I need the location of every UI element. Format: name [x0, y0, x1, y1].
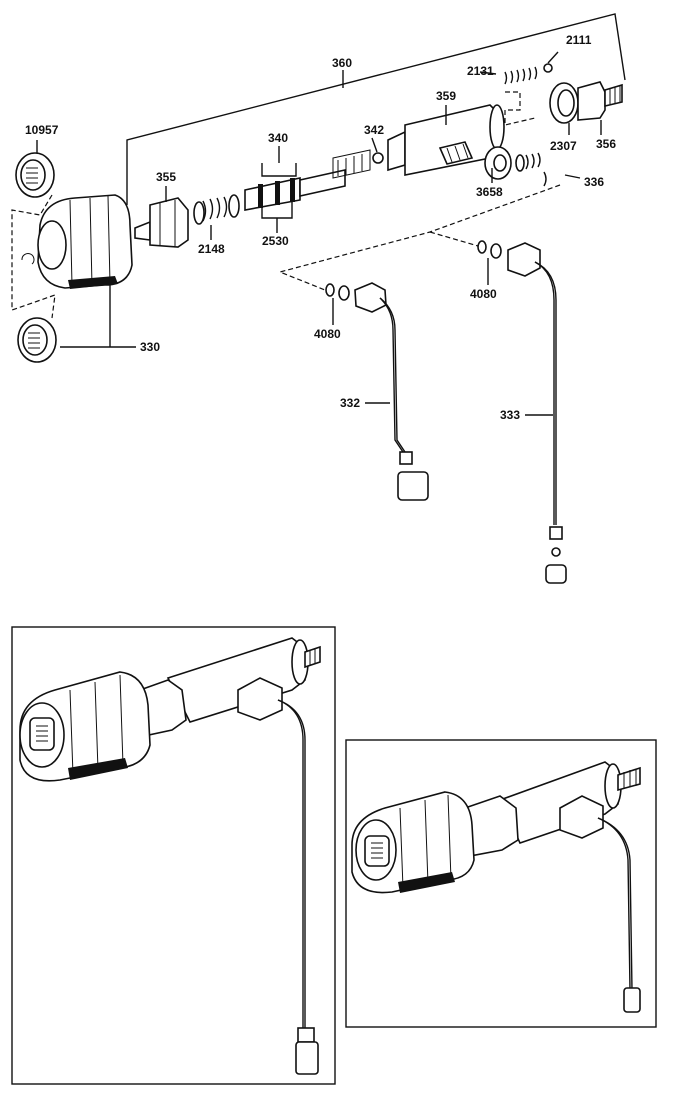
- label-360: 360: [332, 56, 352, 70]
- valve-dashed-bracket: [504, 91, 536, 126]
- tube-dashed-guide: [278, 184, 561, 293]
- part-ball-2111: [543, 63, 553, 73]
- label-3658: 3658: [476, 185, 503, 199]
- part-spring-336: [515, 152, 547, 187]
- part-spring-2148: [193, 194, 240, 225]
- label-2307: 2307: [550, 139, 577, 153]
- part-washer-4080-left: [325, 283, 350, 301]
- cap-dashed-bracket: [11, 194, 56, 319]
- label-4080-left: 4080: [314, 327, 341, 341]
- part-grip-cover: [37, 194, 133, 289]
- assembled-view-long-tube: [11, 626, 336, 1085]
- part-number-labels: 360 2111 2131 359 10957 340 342 355 2307…: [25, 33, 616, 422]
- part-body-359: [387, 104, 505, 176]
- part-nut-3658: [484, 146, 512, 180]
- part-ball-342: [372, 152, 384, 164]
- label-4080-right: 4080: [470, 287, 497, 301]
- label-336: 336: [584, 175, 604, 189]
- part-tube-332: [354, 282, 429, 501]
- part-nut-355: [134, 197, 189, 248]
- part-dust-cap-top: [15, 152, 55, 198]
- exploded-view: 360 2111 2131 359 10957 340 342 355 2307…: [11, 13, 626, 584]
- label-359: 359: [436, 89, 456, 103]
- label-355: 355: [156, 170, 176, 184]
- label-330: 330: [140, 340, 160, 354]
- assembly-bracket-360: [126, 13, 626, 205]
- label-2148: 2148: [198, 242, 225, 256]
- part-clip-ring: [21, 253, 35, 265]
- label-333: 333: [500, 408, 520, 422]
- label-2111: 2111: [566, 33, 592, 47]
- tube-dashed-guide-2: [429, 231, 479, 247]
- label-10957: 10957: [25, 123, 59, 137]
- assembled-view-short-tube: [345, 739, 657, 1028]
- label-332: 332: [340, 396, 360, 410]
- part-dust-cap-bottom: [17, 317, 57, 363]
- label-2131: 2131: [467, 64, 494, 78]
- part-tube-333: [507, 242, 567, 584]
- leader-lines: [36, 51, 602, 416]
- part-plunger-340: [244, 149, 371, 211]
- part-valve-356: [549, 81, 623, 124]
- part-washer-4080-right: [477, 240, 502, 259]
- label-2530: 2530: [262, 234, 289, 248]
- label-356: 356: [596, 137, 616, 151]
- part-spring-2131: [504, 66, 538, 85]
- label-340: 340: [268, 131, 288, 145]
- label-342: 342: [364, 123, 384, 137]
